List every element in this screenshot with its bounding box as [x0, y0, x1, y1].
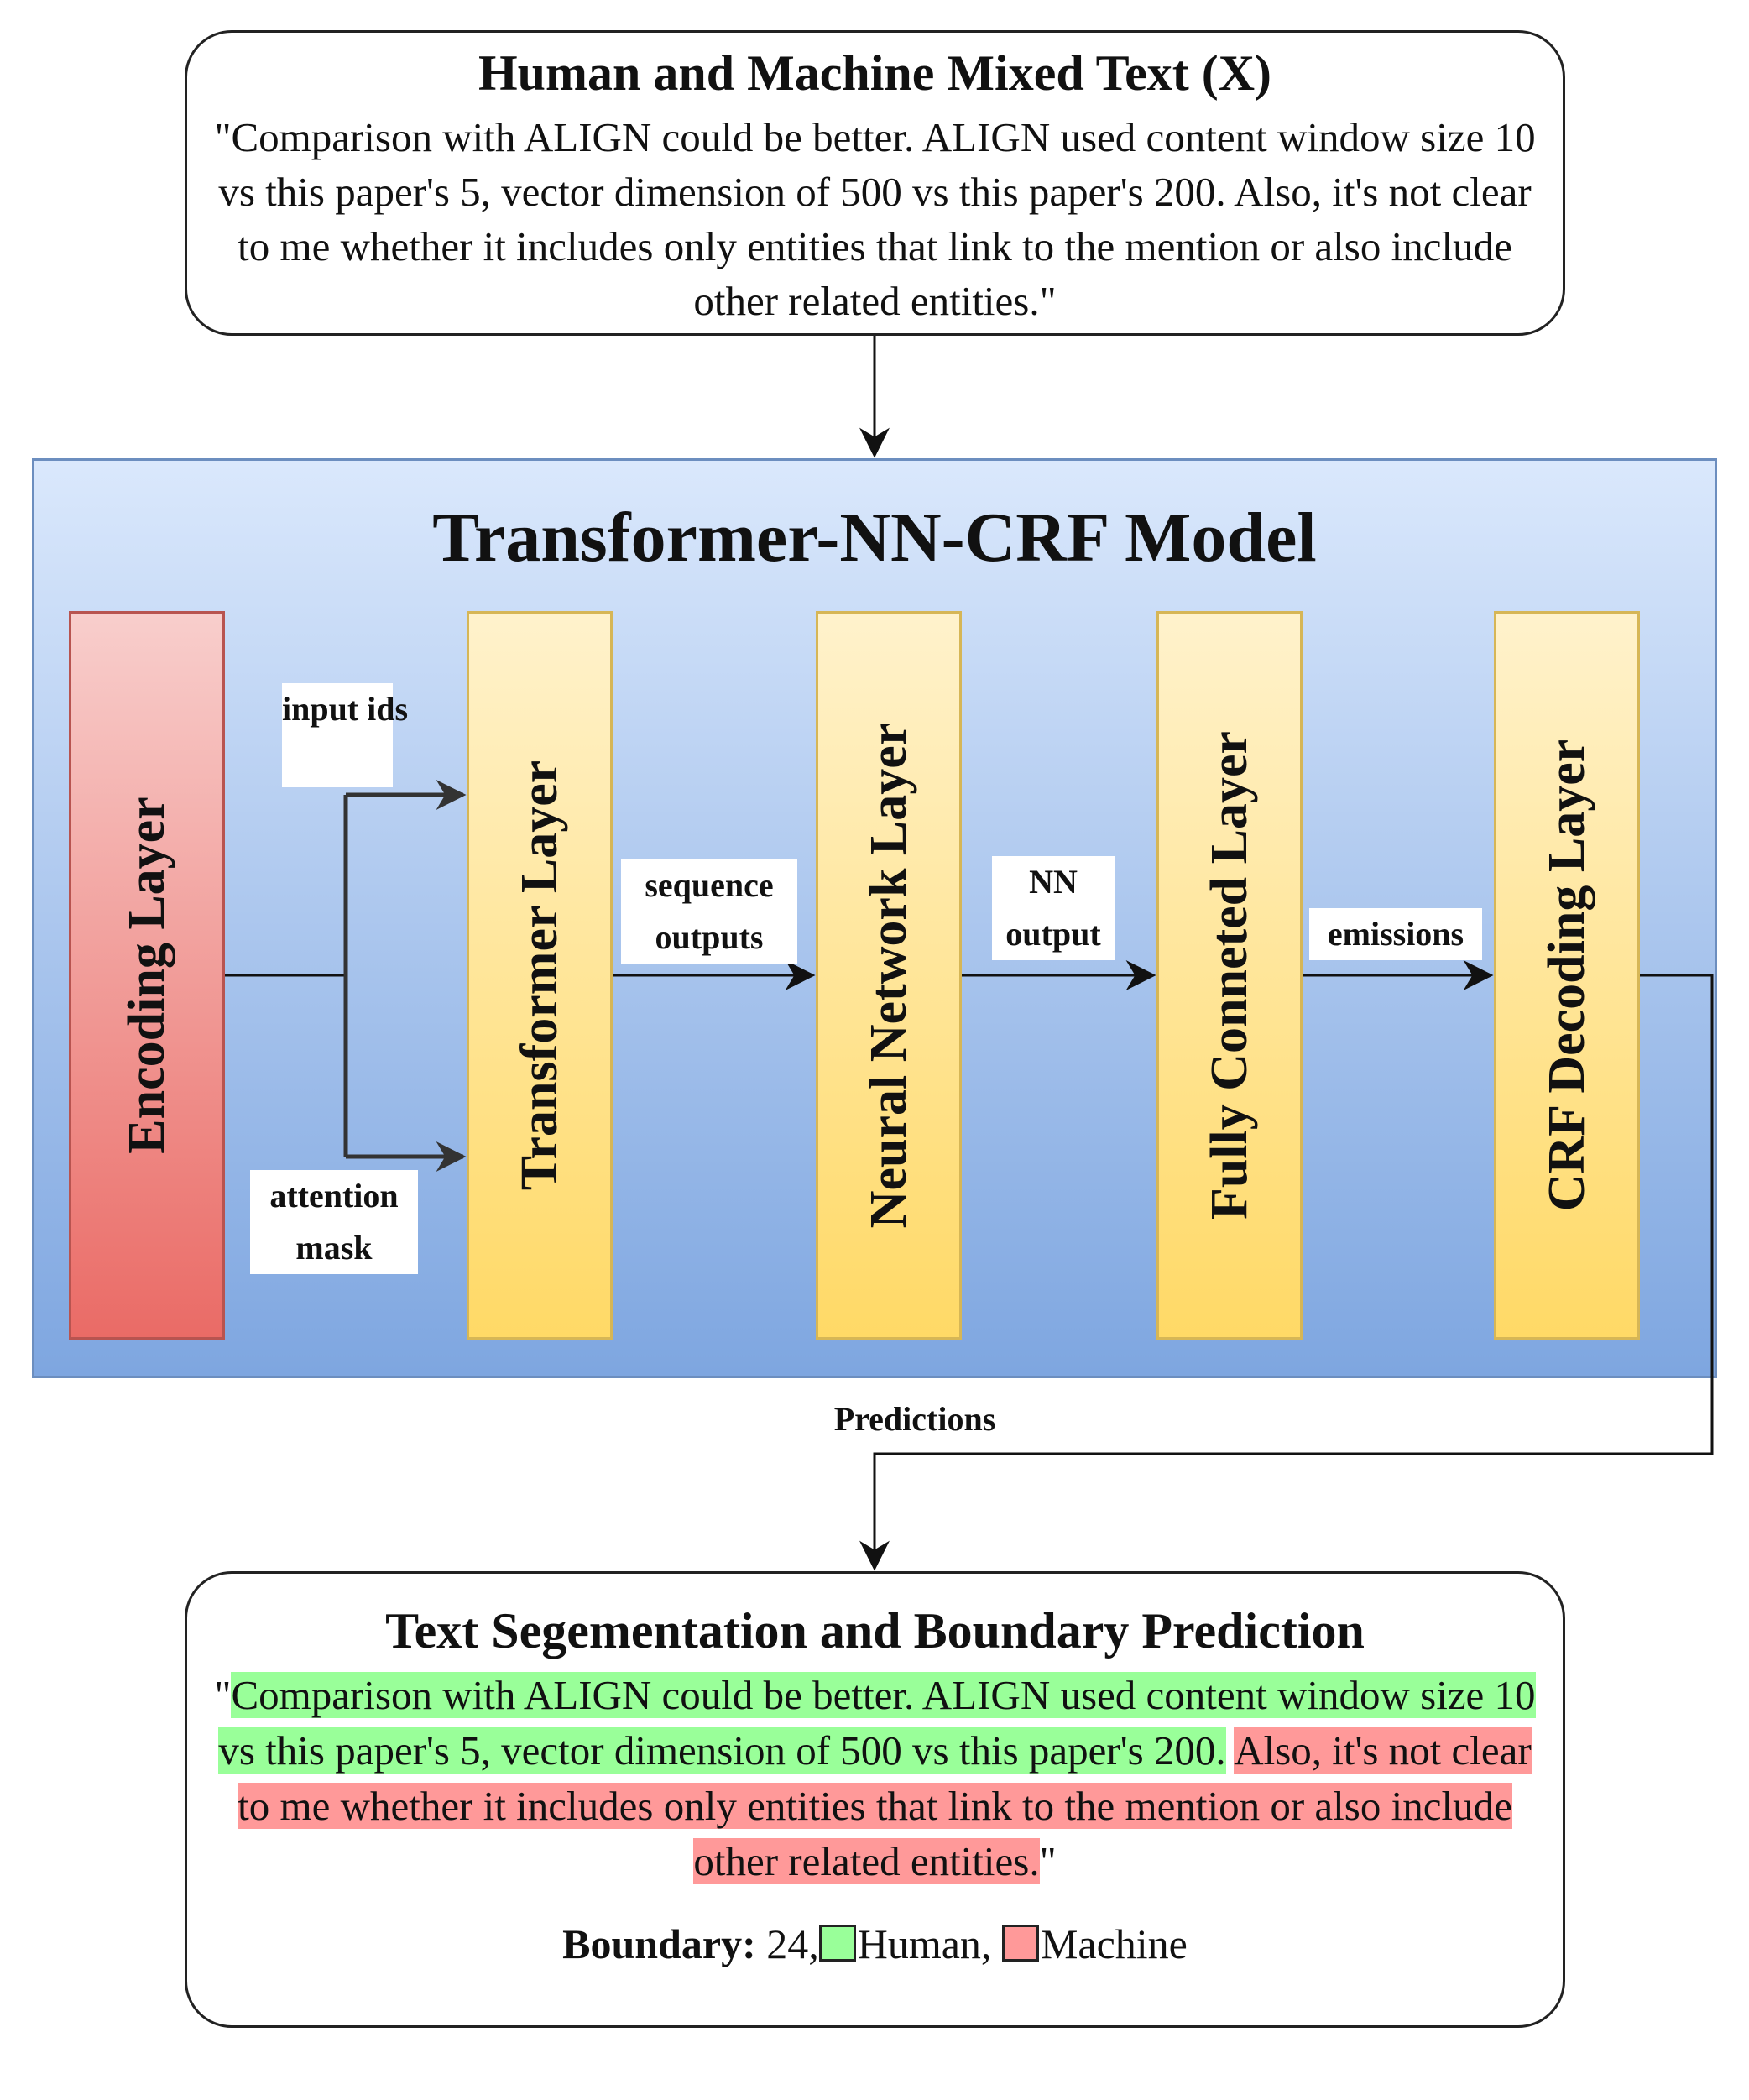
boundary-value: 24,	[766, 1920, 819, 1967]
close-quote: "	[1039, 1838, 1057, 1884]
legend-human: Human,	[857, 1920, 992, 1967]
input-title: Human and Machine Mixed Text (X)	[478, 45, 1272, 101]
crf-decoding-layer: CRF Decoding Layer	[1494, 611, 1640, 1340]
legend-machine: Machine	[1040, 1920, 1188, 1967]
output-text-box: Text Segementation and Boundary Predicti…	[185, 1571, 1565, 2028]
edge-label-emissions: emissions	[1309, 908, 1482, 960]
output-title: Text Segementation and Boundary Predicti…	[385, 1603, 1365, 1659]
input-text-box: Human and Machine Mixed Text (X) "Compar…	[185, 30, 1565, 336]
input-text: "Comparison with ALIGN could be better. …	[214, 114, 1536, 324]
human-swatch-icon	[818, 1925, 856, 1962]
model-title: Transformer-NN-CRF Model	[432, 499, 1317, 577]
edge-label-predictions: Predictions	[833, 1400, 996, 1438]
boundary-row: Boundary: 24, Human, Machine	[187, 1916, 1563, 1972]
edge-label-input-ids: input ids	[282, 683, 408, 787]
edge-label-sequence-outputs: sequence outputs	[621, 859, 797, 964]
edge-label-nn-output: NN output	[992, 856, 1115, 960]
open-quote: "	[214, 1672, 232, 1718]
encoding-layer: Encoding Layer	[69, 611, 225, 1340]
transformer-layer: Transformer Layer	[467, 611, 613, 1340]
output-text: "Comparison with ALIGN could be better. …	[187, 1668, 1563, 1889]
boundary-label: Boundary:	[562, 1920, 756, 1967]
machine-swatch-icon	[1001, 1925, 1039, 1962]
arrow-predictions	[859, 974, 1714, 1571]
fully-connected-layer: Fully Conneted Layer	[1156, 611, 1303, 1340]
edge-label-attention-mask: attention mask	[250, 1170, 418, 1274]
neural-network-layer: Neural Network Layer	[816, 611, 962, 1340]
